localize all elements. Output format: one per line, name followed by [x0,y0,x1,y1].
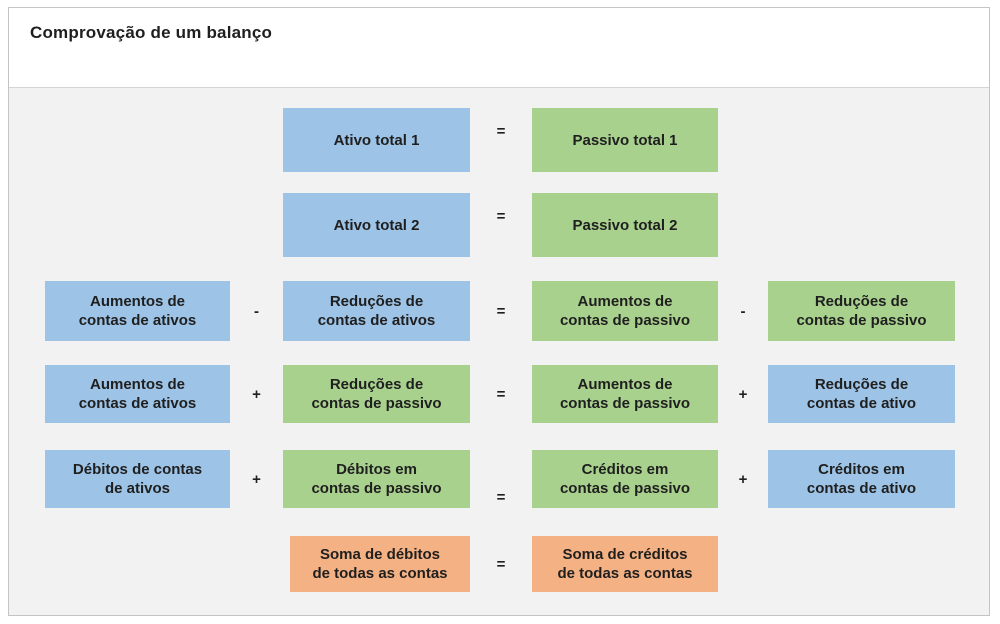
box-passivo-total-1: Passivo total 1 [532,108,718,172]
box-label: contas de ativos [317,312,436,329]
box-label: Ativo total 2 [333,216,420,234]
operator-minus: - [718,281,768,341]
box-reducoes-contas-ativos: Reduções de contas de ativos [283,281,470,341]
box-reducoes-contas-passivo: Reduções de contas de passivo [768,281,955,341]
box-label: de ativos [104,480,171,497]
box-label: Passivo total 2 [572,216,678,234]
box-label: Débitos de contas [72,461,203,478]
operator-symbol: = [496,122,506,140]
box-label: contas de passivo [559,395,691,412]
box-debitos-contas-ativos: Débitos de contas de ativos [45,450,230,508]
box-label: de todas as contas [312,565,448,582]
box-label: Soma de créditos [562,546,688,563]
box-label: Créditos em [818,461,905,478]
box-reducoes-contas-passivo: Reduções de contas de passivo [283,365,470,423]
operator-symbol: = [496,488,506,506]
operator-symbol: - [740,302,746,320]
box-label: de todas as contas [557,565,693,582]
box-label: Débitos em [336,461,417,478]
box-label: contas de ativo [806,480,917,497]
operator-symbol: + [738,470,748,488]
box-soma-debitos: Soma de débitos de todas as contas [290,536,470,592]
equation-row-6: Soma de débitos de todas as contas = Som… [45,536,989,592]
operator-plus: + [718,365,768,423]
box-label: Reduções de [814,376,909,393]
box-ativo-total-2: Ativo total 2 [283,193,470,257]
operator-plus: + [718,450,768,508]
operator-minus: - [230,281,283,341]
operator-symbol: + [252,470,261,488]
box-label: Soma de débitos [319,546,441,563]
box-label: Aumentos de [89,376,185,393]
title-bar: Comprovação de um balanço [9,8,989,88]
box-label: Aumentos de [577,293,673,310]
operator-equals: = [470,281,532,341]
box-label: Créditos em [581,461,669,478]
box-label: contas de ativos [78,312,197,329]
box-label: contas de passivo [311,395,442,412]
operator-plus: + [230,450,283,508]
box-label: contas de ativo [806,395,917,412]
operator-equals: = [470,468,532,526]
box-ativo-total-1: Ativo total 1 [283,108,470,172]
box-creditos-contas-passivo: Créditos em contas de passivo [532,450,718,508]
equation-row-3: Aumentos de contas de ativos - Reduções … [45,281,989,341]
operator-symbol: = [496,555,506,573]
operator-symbol: = [496,385,506,403]
box-passivo-total-2: Passivo total 2 [532,193,718,257]
box-reducoes-contas-ativo: Reduções de contas de ativo [768,365,955,423]
operator-plus: + [230,365,283,423]
operator-symbol: = [496,302,506,320]
equation-row-2: Ativo total 2 = Passivo total 2 [45,193,989,257]
equation-row-5: Débitos de contas de ativos + Débitos em… [45,450,989,508]
box-label: contas de ativos [78,395,197,412]
box-aumentos-contas-passivo: Aumentos de contas de passivo [532,365,718,423]
box-label: contas de passivo [559,480,691,497]
page-title: Comprovação de um balanço [30,23,273,42]
diagram-canvas: Ativo total 1 = Passivo total 1 Ativo to… [9,88,989,615]
box-label: contas de passivo [559,312,691,329]
operator-equals: = [470,365,532,423]
operator-symbol: = [496,207,506,225]
operator-symbol: + [738,385,748,403]
operator-equals: = [470,99,532,163]
box-label: Reduções de [329,293,424,310]
box-label: contas de passivo [311,480,442,497]
box-label: Aumentos de [577,376,673,393]
operator-equals: = [470,536,532,592]
equation-row-4: Aumentos de contas de ativos + Reduções … [45,365,989,423]
operator-equals: = [470,184,532,248]
box-label: Ativo total 1 [333,131,420,149]
box-soma-creditos: Soma de créditos de todas as contas [532,536,718,592]
box-label: contas de passivo [796,312,927,329]
box-aumentos-contas-ativos: Aumentos de contas de ativos [45,281,230,341]
operator-symbol: + [252,385,261,403]
operator-symbol: - [254,302,259,320]
box-aumentos-contas-ativos: Aumentos de contas de ativos [45,365,230,423]
box-creditos-contas-ativo: Créditos em contas de ativo [768,450,955,508]
box-debitos-contas-passivo: Débitos em contas de passivo [283,450,470,508]
box-label: Reduções de [814,293,909,310]
box-label: Aumentos de [89,293,185,310]
box-aumentos-contas-passivo: Aumentos de contas de passivo [532,281,718,341]
box-label: Passivo total 1 [572,131,678,149]
worksheet-frame: Comprovação de um balanço Ativo total 1 … [8,7,990,616]
equation-row-1: Ativo total 1 = Passivo total 1 [45,108,989,172]
box-label: Reduções de [329,376,424,393]
